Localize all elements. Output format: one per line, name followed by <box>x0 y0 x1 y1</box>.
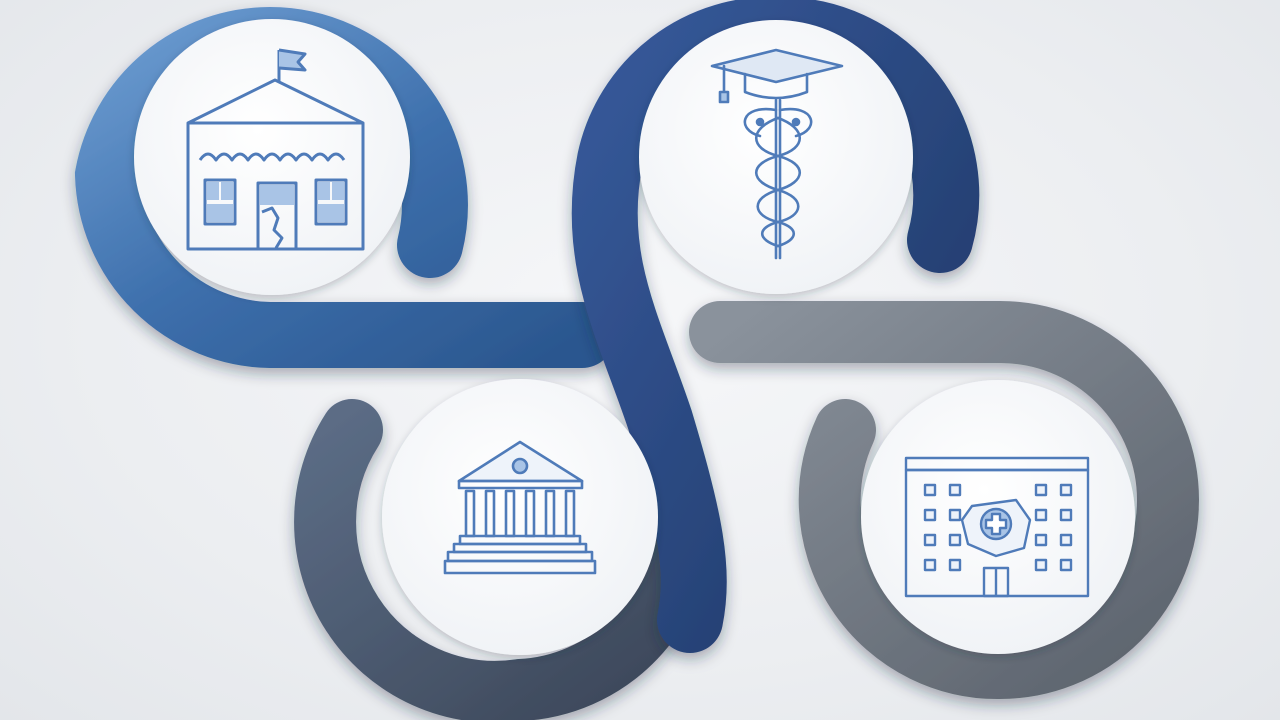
hospital-building-icon <box>904 456 1090 598</box>
node-circle <box>382 379 658 655</box>
node-circle <box>134 19 410 295</box>
node-medical-education <box>639 20 913 294</box>
gray-loop-band <box>689 301 1200 700</box>
school-building-icon <box>186 48 365 251</box>
node-hospital <box>861 380 1135 654</box>
node-school <box>134 19 410 295</box>
navy-s-band <box>571 0 980 653</box>
caduceus-graduation-cap-icon <box>710 48 844 260</box>
classical-building-icon <box>443 440 597 575</box>
slate-loop-band <box>294 399 714 720</box>
node-government <box>382 379 658 655</box>
